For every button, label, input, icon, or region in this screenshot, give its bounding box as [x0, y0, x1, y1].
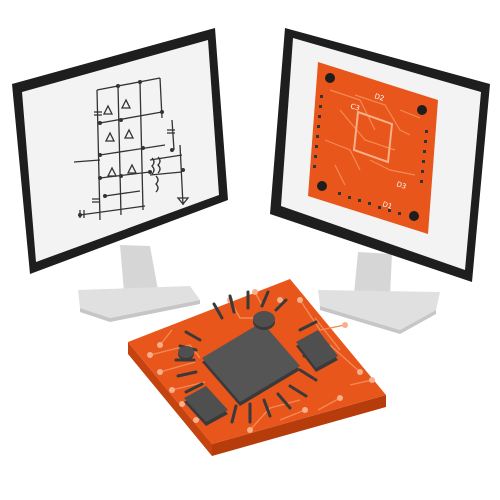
schematic-junctions: [78, 80, 185, 217]
right-monitor-stand-neck: [354, 252, 392, 296]
foreground-pcb: [128, 279, 386, 456]
screen-pcb-traces: [324, 89, 421, 186]
pcb-edge-right: [212, 395, 386, 456]
left-monitor-stand-neck: [120, 245, 158, 292]
right-monitor-stand-base-edge: [320, 306, 436, 334]
left-monitor-screen: [22, 40, 219, 262]
right-monitor: D2 D1 C3 D3: [270, 28, 490, 334]
pcb-edge-left: [128, 342, 212, 456]
screen-pcb-chip: [352, 110, 394, 164]
left-monitor-stand-base: [78, 286, 200, 318]
silkscreen-label: D3: [395, 180, 407, 191]
main-chip: [202, 322, 300, 406]
screen-pcb-holes: [317, 73, 427, 221]
silkscreen-label: D2: [373, 92, 385, 103]
screen-pcb-board: [308, 62, 438, 234]
small-chip-right: [296, 330, 338, 372]
circuit-schematic: [73, 77, 190, 221]
screen-pcb-pads: [313, 95, 428, 215]
left-monitor: [12, 28, 228, 322]
small-chip-left: [184, 386, 228, 426]
right-monitor-stand-base: [318, 290, 440, 330]
screen-pcb-labels: D2 D1 C3 D3: [349, 92, 407, 211]
silkscreen-label: C3: [349, 102, 360, 112]
silkscreen-label: D1: [381, 200, 393, 211]
capacitor-top: [253, 311, 275, 330]
capacitor-left: [178, 346, 194, 360]
